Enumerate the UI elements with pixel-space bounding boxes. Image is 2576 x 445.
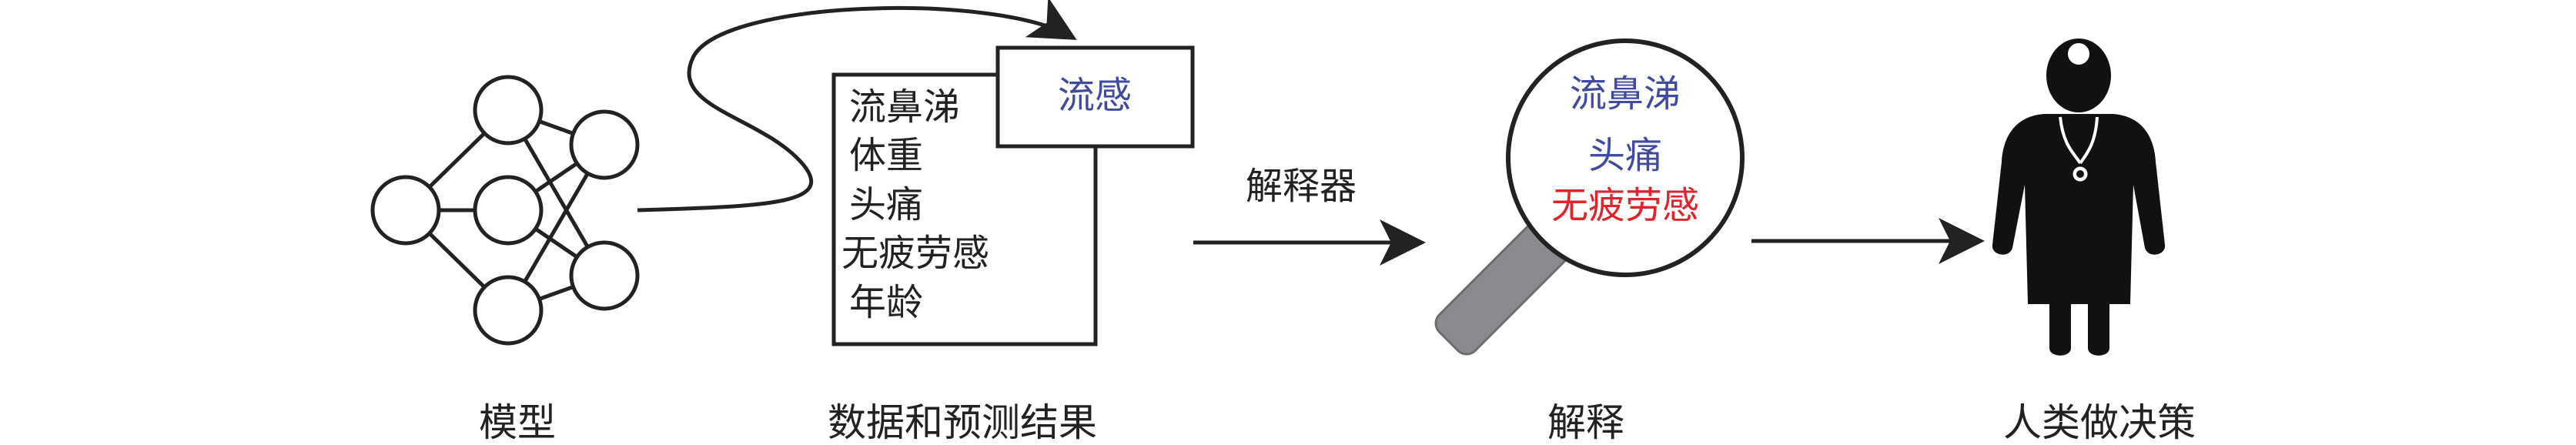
explainer-label: 解释器: [1245, 165, 1357, 208]
caption-human-decision: 人类做决策: [2003, 400, 2196, 445]
symptom-2: 体重: [849, 134, 924, 177]
stethoscope: [2059, 116, 2099, 165]
magnifier-icon: [1434, 38, 1745, 356]
hidden-node-2: [473, 175, 544, 246]
caption-explanation: 解释: [1547, 400, 1624, 445]
input-node: [370, 175, 441, 246]
explanation-item-2: 头痛: [1587, 134, 1663, 177]
symptom-1: 流鼻涕: [849, 85, 961, 129]
doctor-coat: [1992, 114, 2166, 356]
hidden-node-1: [473, 75, 544, 146]
head-mirror: [2065, 40, 2093, 68]
prediction-label: 流感: [1057, 74, 1132, 117]
doctor-head: [2046, 38, 2111, 112]
magnifier-lens: [1506, 38, 1745, 277]
doctor-icon: [1992, 38, 2166, 356]
explanation-item-1: 流鼻涕: [1569, 72, 1681, 115]
prediction-box: [995, 45, 1195, 149]
symptom-4: 无疲劳感: [841, 232, 990, 275]
stethoscope-center: [2076, 170, 2084, 178]
symptom-3: 头痛: [849, 183, 924, 226]
symptom-5: 年龄: [849, 281, 924, 324]
curved-arrow: [637, 0, 1077, 212]
hidden-node-3: [473, 275, 544, 346]
output-node-2: [569, 240, 640, 311]
neural-network-icon: [370, 75, 640, 346]
output-node-1: [569, 109, 640, 180]
caption-data-prediction: 数据和预测结果: [828, 400, 1097, 445]
caption-model: 模型: [479, 400, 556, 445]
explanation-item-3: 无疲劳感: [1551, 184, 1700, 227]
